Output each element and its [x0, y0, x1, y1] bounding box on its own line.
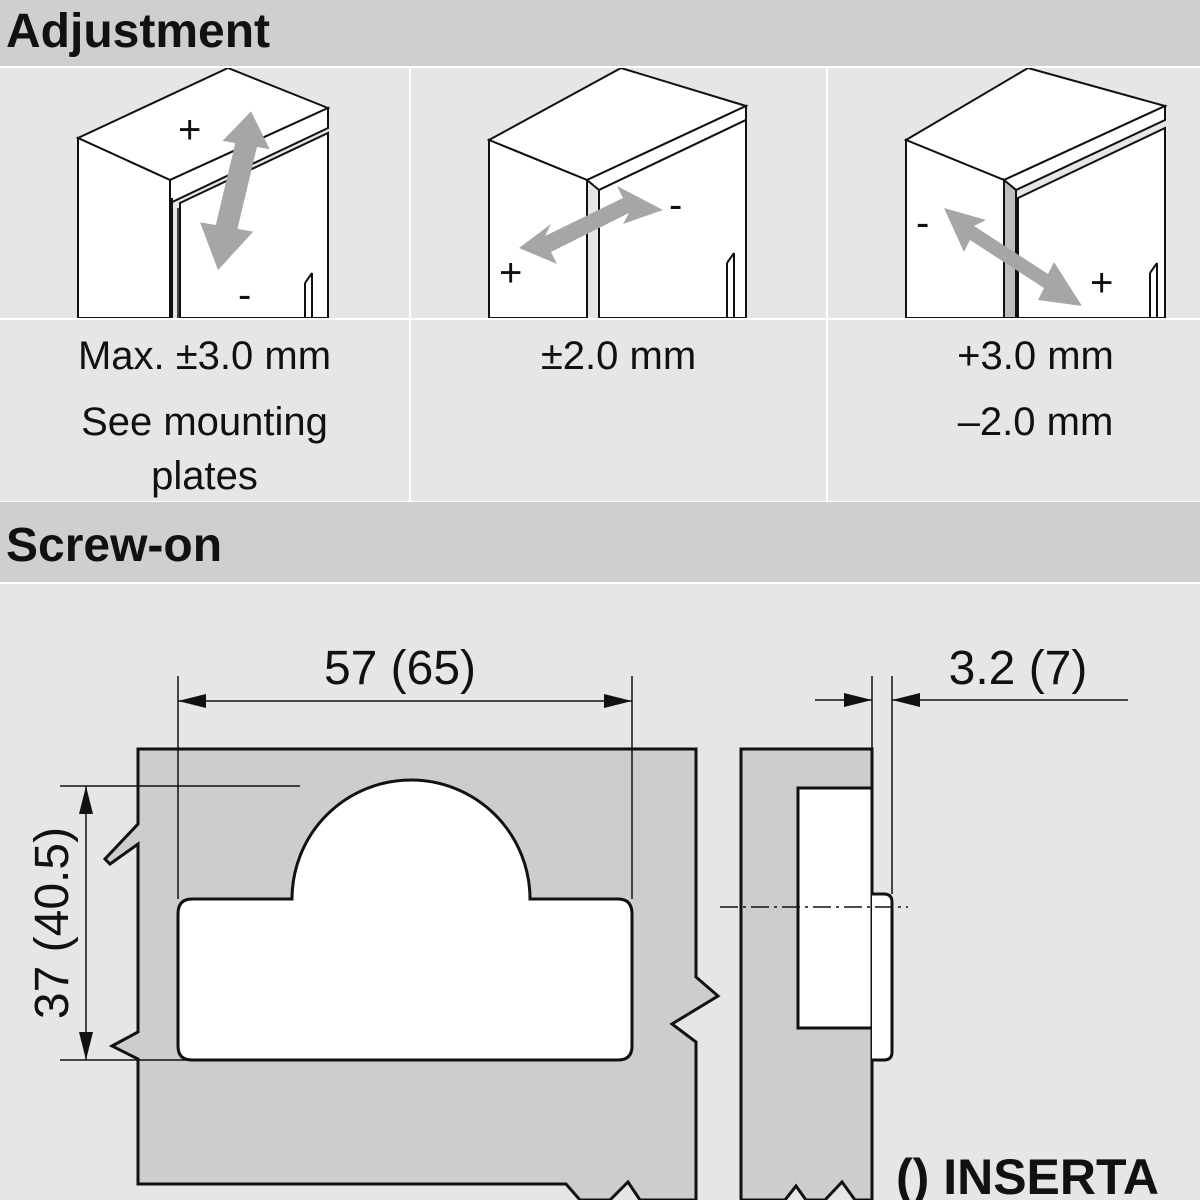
column-divider — [826, 68, 828, 501]
adjustment-title: Adjustment — [6, 5, 270, 58]
height-label: 37 (40.5) — [26, 827, 79, 1019]
adjustment-header: Adjustment — [0, 0, 1200, 68]
width-label: 57 (65) — [324, 642, 476, 695]
side-adjustment-value: ±2.0 mm — [540, 334, 697, 378]
svg-text:-: - — [916, 201, 929, 245]
inserta-footnote: () INSERTA — [896, 1149, 1159, 1200]
svg-text:+: + — [1090, 261, 1113, 305]
side-view-cup — [796, 786, 874, 1030]
screw-on-dimension-drawing: 57 (65) 37 (40.5) 3.2 (7) () INSERTA — [26, 642, 1159, 1200]
depth-adjustment-value: +3.0 mm –2.0 mm — [957, 334, 1114, 444]
double-arrow-diagonal — [519, 186, 663, 264]
screw-on-title: Screw-on — [6, 519, 223, 572]
svg-text:+: + — [499, 251, 522, 295]
double-arrow-diagonal — [944, 208, 1082, 306]
svg-text:+: + — [178, 108, 201, 152]
width-dimension — [177, 676, 633, 899]
adjustment-table: + - + - — [0, 66, 1200, 503]
svg-text:-: - — [238, 273, 251, 317]
double-arrow-vertical — [200, 111, 270, 271]
side-adjustment-illustration: + - — [411, 66, 826, 319]
height-adjustment-value: Max. ±3.0 mm See mounting plates — [77, 334, 332, 498]
depth-label: 3.2 (7) — [949, 642, 1088, 695]
hinge-body-outline — [176, 778, 634, 1062]
screw-on-header: Screw-on — [0, 502, 1200, 584]
height-dimension — [60, 785, 300, 1061]
column-divider — [409, 68, 411, 501]
svg-text:-: - — [669, 183, 682, 227]
row-divider — [0, 318, 1200, 320]
height-adjustment-illustration: + - — [0, 66, 409, 319]
depth-adjustment-illustration: - + — [828, 66, 1200, 319]
